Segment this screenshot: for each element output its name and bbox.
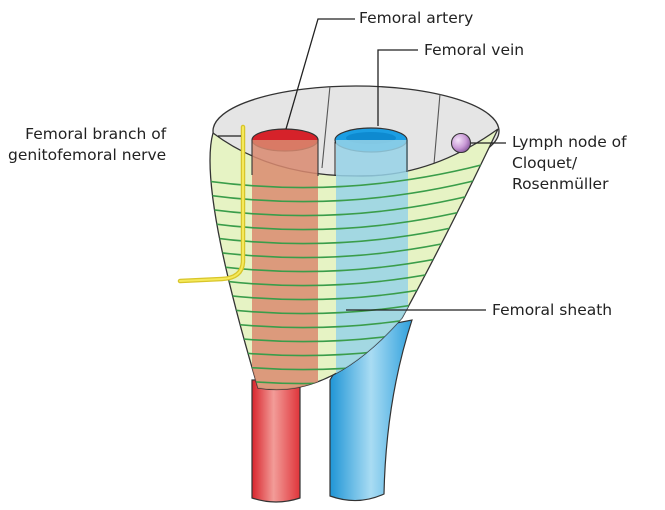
label-lymph-node: Lymph node of Cloquet/ Rosenmüller [512,132,627,195]
artery-lower [252,378,300,502]
label-femoral-vein: Femoral vein [424,40,524,61]
lymph-node-icon [452,134,471,153]
label-femoral-artery: Femoral artery [359,8,473,29]
label-genitofemoral-nerve: Femoral branch of genitofemoral nerve [8,124,166,166]
label-femoral-sheath: Femoral sheath [492,300,612,321]
